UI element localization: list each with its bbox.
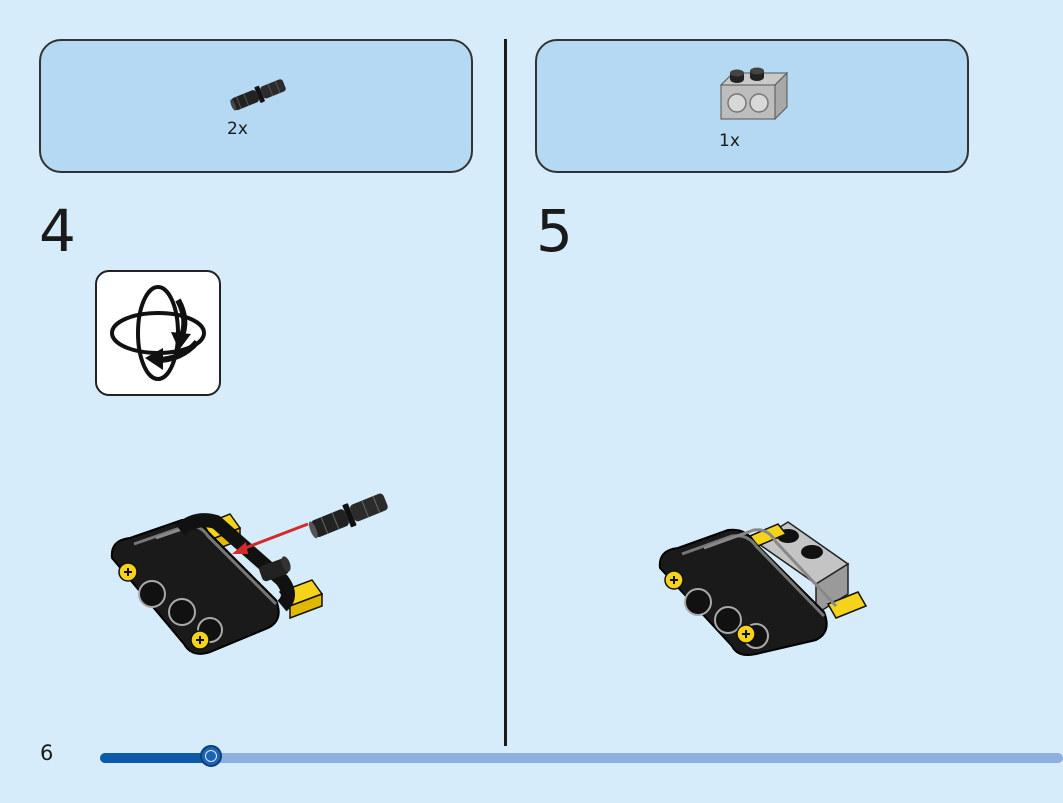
step-4-assembly-illustration <box>110 493 388 655</box>
step-number-4: 4 <box>39 197 76 265</box>
progress-marker <box>200 745 222 767</box>
step-5-assembly-illustration <box>658 521 868 656</box>
step-number-5: 5 <box>536 197 573 265</box>
black-liftarm-stack <box>110 513 295 655</box>
part-quantity: 1x <box>719 131 740 151</box>
rotate-model-icon <box>95 270 221 396</box>
page-number: 6 <box>40 741 54 765</box>
black-friction-pin-icon <box>230 79 286 111</box>
insertion-arrow <box>232 522 309 554</box>
progress-fill <box>100 753 211 763</box>
part-quantity: 2x <box>227 119 248 139</box>
step-divider <box>504 39 507 746</box>
black-liftarm-stack <box>658 528 838 656</box>
build-progress-bar <box>100 745 1063 767</box>
pin-to-insert <box>308 493 388 539</box>
parts-callout-step-5: 1x <box>535 39 969 173</box>
rotate-arrows-icon <box>110 285 206 381</box>
inserted-pin <box>259 556 291 582</box>
parts-callout-step-4: 2x <box>39 39 473 173</box>
light-gray-brick-1x2-with-holes-icon <box>719 67 789 121</box>
